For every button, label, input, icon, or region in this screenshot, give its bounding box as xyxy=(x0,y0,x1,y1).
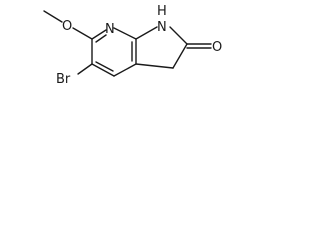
bond-o-ch3 xyxy=(43,10,63,23)
bond-c5-br xyxy=(77,63,93,75)
bond-c6-n7-inner xyxy=(95,34,107,43)
bond-c6-n7 xyxy=(91,29,107,40)
bond-c4-c5 xyxy=(91,63,115,77)
atom-o-methoxy: O xyxy=(62,19,72,34)
chemical-structure: N H N O O Br xyxy=(43,4,222,87)
bond-c3a-c4 xyxy=(113,63,137,77)
atom-h-amide: H xyxy=(157,4,167,19)
bond-c7a-n1 xyxy=(135,26,158,40)
atom-n-amide: N xyxy=(157,20,167,35)
atom-n-pyridine: N xyxy=(105,22,115,37)
bond-n1-c2 xyxy=(169,26,188,45)
bond-c3-c3a xyxy=(135,63,174,69)
bond-c4-c5-inner xyxy=(95,61,114,72)
bond-c2-c3 xyxy=(172,43,188,69)
bond-c6-o-methoxy xyxy=(72,27,93,40)
atom-br: Br xyxy=(56,72,71,87)
bond-n7-c7a xyxy=(113,27,137,40)
atom-o-carbonyl: O xyxy=(212,40,222,55)
